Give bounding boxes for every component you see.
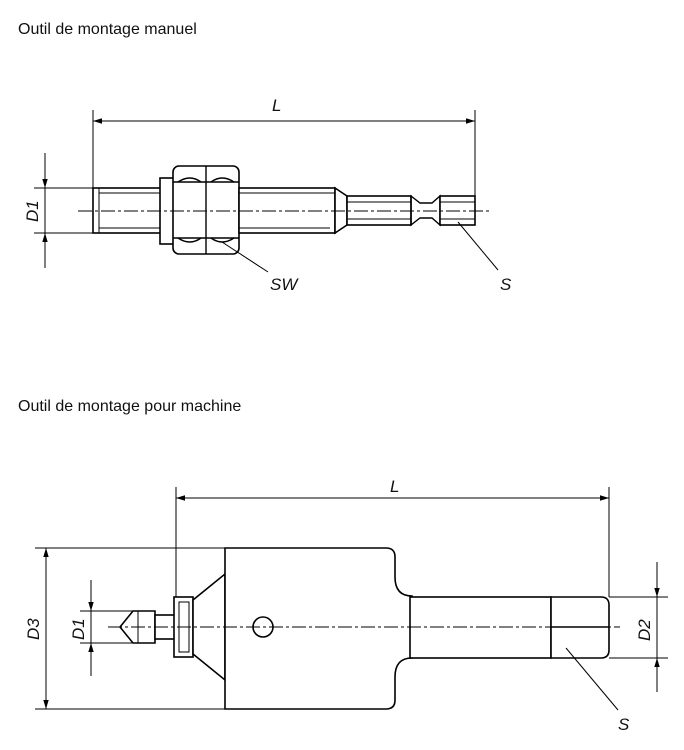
manual-tool-drawing: L D1 SW S — [23, 96, 512, 294]
label-d2: D2 — [635, 619, 654, 641]
caption-manual-tool: Outil de montage manuel — [18, 21, 197, 38]
label-d1-manual: D1 — [23, 200, 42, 222]
label-d1-machine: D1 — [69, 618, 88, 640]
machine-tool-drawing: L D3 D1 D2 S — [24, 477, 668, 734]
label-d3: D3 — [24, 618, 43, 640]
label-length-machine: L — [390, 477, 399, 496]
caption-machine-tool: Outil de montage pour machine — [18, 398, 242, 415]
label-hex-machine: S — [618, 715, 630, 734]
label-length-manual: L — [272, 96, 281, 115]
label-wrench-size: SW — [270, 275, 299, 294]
label-hex-manual: S — [500, 275, 512, 294]
